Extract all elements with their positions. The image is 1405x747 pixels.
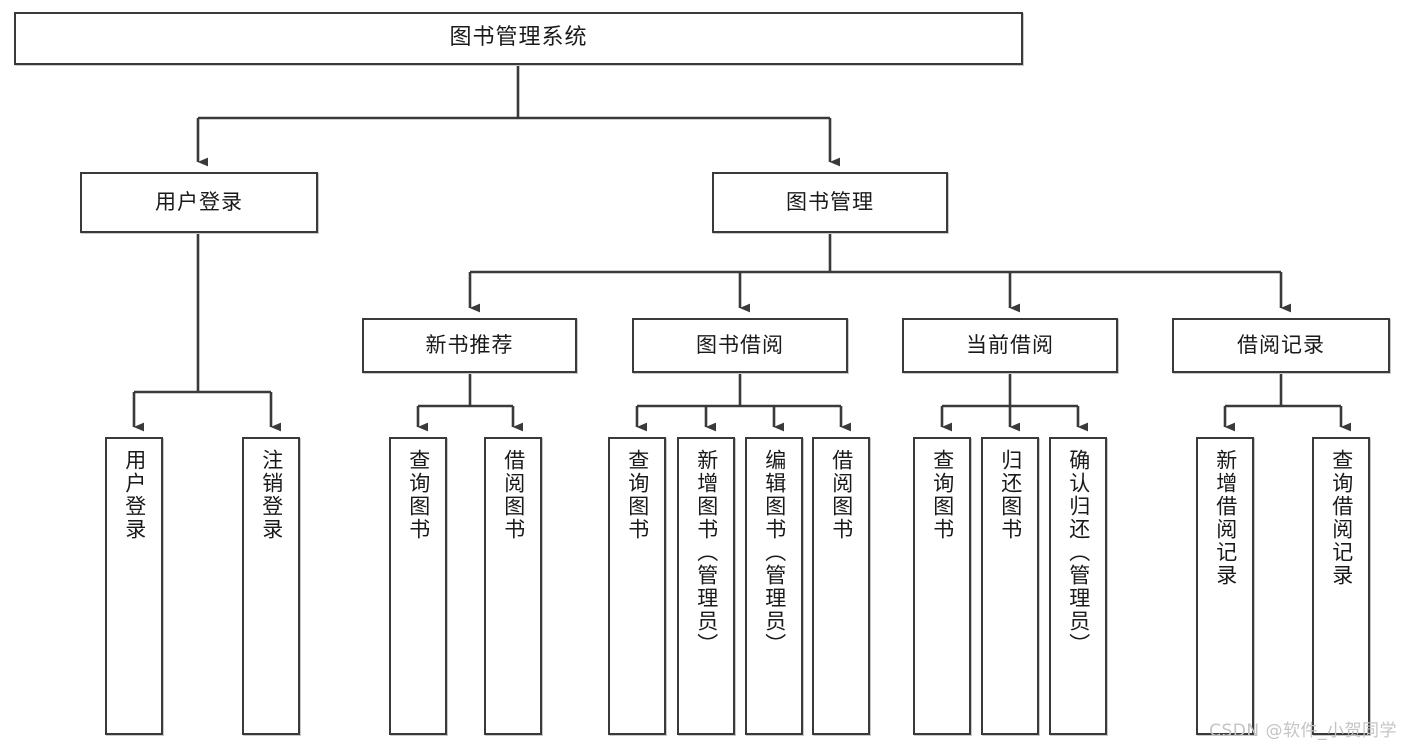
node-label: 新书推荐 bbox=[425, 332, 514, 357]
node-leaf-borrow-add-book-admin[interactable]: 新增图书（管理员） bbox=[677, 437, 735, 735]
node-leaf-current-query-book[interactable]: 查询图书 bbox=[913, 437, 971, 735]
node-label: 查询借阅记录 bbox=[1329, 449, 1354, 587]
node-leaf-user-login[interactable]: 用户登录 bbox=[105, 437, 163, 735]
node-label: 图书借阅 bbox=[696, 332, 784, 357]
node-leaf-current-return-book[interactable]: 归还图书 bbox=[981, 437, 1039, 735]
node-leaf-record-query[interactable]: 查询借阅记录 bbox=[1312, 437, 1370, 735]
node-label: 确认归还（管理员） bbox=[1066, 449, 1091, 656]
node-label: 借阅记录 bbox=[1237, 332, 1325, 357]
watermark: CSDN @软件_小贺同学 bbox=[1209, 721, 1397, 741]
node-book-borrow[interactable]: 图书借阅 bbox=[632, 318, 848, 373]
node-label: 注销登录 bbox=[259, 449, 284, 541]
node-leaf-recommend-borrow-book[interactable]: 借阅图书 bbox=[484, 437, 542, 735]
node-leaf-recommend-query-book[interactable]: 查询图书 bbox=[389, 437, 447, 735]
node-label: 借阅图书 bbox=[501, 449, 526, 541]
node-leaf-borrow-edit-book-admin[interactable]: 编辑图书（管理员） bbox=[745, 437, 803, 735]
node-label: 查询图书 bbox=[406, 449, 431, 541]
node-label: 借阅图书 bbox=[829, 449, 854, 541]
node-root-system[interactable]: 图书管理系统 bbox=[14, 12, 1023, 65]
node-label: 新增借阅记录 bbox=[1213, 449, 1238, 587]
node-new-book-recommend[interactable]: 新书推荐 bbox=[362, 318, 577, 373]
node-label: 用户登录 bbox=[122, 449, 147, 541]
node-label: 归还图书 bbox=[998, 449, 1023, 541]
node-label: 当前借阅 bbox=[966, 332, 1054, 357]
node-leaf-borrow-query-book[interactable]: 查询图书 bbox=[608, 437, 666, 735]
node-label: 查询图书 bbox=[930, 449, 955, 541]
node-label: 图书管理 bbox=[786, 189, 874, 214]
node-leaf-current-confirm-return-admin[interactable]: 确认归还（管理员） bbox=[1049, 437, 1107, 735]
node-current-borrow[interactable]: 当前借阅 bbox=[902, 318, 1118, 373]
node-label: 图书管理系统 bbox=[449, 25, 588, 51]
node-borrow-record[interactable]: 借阅记录 bbox=[1172, 318, 1390, 373]
node-label: 编辑图书（管理员） bbox=[762, 449, 787, 656]
node-leaf-borrow-borrow-book[interactable]: 借阅图书 bbox=[812, 437, 870, 735]
node-leaf-record-add[interactable]: 新增借阅记录 bbox=[1196, 437, 1254, 735]
node-label: 用户登录 bbox=[155, 189, 243, 214]
node-user-login[interactable]: 用户登录 bbox=[80, 172, 318, 233]
node-book-management[interactable]: 图书管理 bbox=[712, 172, 948, 233]
node-label: 新增图书（管理员） bbox=[694, 449, 719, 656]
node-leaf-user-logout[interactable]: 注销登录 bbox=[242, 437, 300, 735]
node-label: 查询图书 bbox=[625, 449, 650, 541]
